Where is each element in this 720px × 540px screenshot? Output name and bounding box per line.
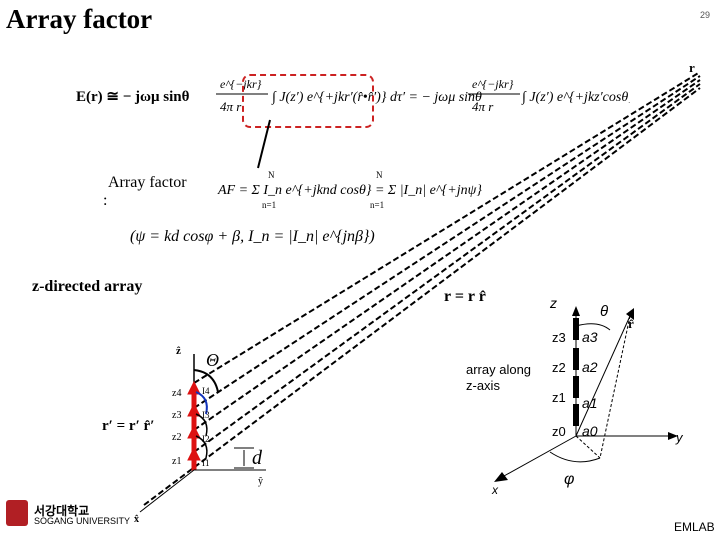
eq-E-lhs: E(r) ≅ − jωμ sinθ: [76, 89, 190, 105]
eq-frac1-num: e^{−jkr}: [220, 77, 262, 91]
eq-integral1: ∫ J(z′) e^{+jkr′(r̂•r̂′)} dτ′ = − jωμ si…: [271, 90, 482, 105]
arc-3: [195, 435, 208, 459]
right-x-arrowhead: [494, 472, 508, 482]
r-prime-label: r′ = r′ r̂′: [102, 418, 155, 434]
logo-korean: 서강대학교: [34, 504, 90, 518]
right-y-arrowhead: [668, 432, 678, 440]
right-z0: z0: [552, 424, 566, 439]
d-label: d: [252, 447, 263, 469]
af-sum2-bottom: n=1: [370, 200, 384, 210]
right-phi: φ: [564, 471, 574, 488]
af-sum1-bottom: n=1: [262, 200, 276, 210]
vertical-drop-line: [599, 315, 631, 459]
element-2-arrow: [187, 424, 201, 439]
a3-element: [573, 318, 579, 340]
psi-definition: (ψ = kd cosφ + β, I_n = |I_n| e^{jnβ}): [130, 228, 375, 245]
left-diagram: ẑ Θ z4 z3 z2 z1 I4 I3 I2 I1 d ŷ x̂: [134, 345, 266, 525]
pointer-line: [257, 119, 271, 169]
I1-label: I1: [202, 458, 210, 468]
r-vector-line: [575, 315, 631, 437]
university-seal-icon: [6, 500, 28, 526]
right-a2: a2: [582, 359, 598, 375]
right-z1: z1: [552, 390, 566, 405]
slide-title: Array factor: [6, 4, 153, 34]
projection-line: [575, 435, 601, 459]
left-x-axis: [139, 469, 195, 513]
left-z-hat: ẑ: [176, 345, 181, 357]
a0-element: [573, 404, 579, 426]
element-1-arrow: [187, 446, 201, 461]
z2-label: z2: [172, 432, 181, 443]
array-factor-colon: :: [103, 192, 108, 209]
a2-element: [573, 348, 579, 370]
r-vector-arrowhead: [626, 308, 634, 320]
right-r-hat: r̂: [628, 316, 634, 331]
ray-4: [193, 83, 701, 453]
r-vec-label: r = r r̂: [444, 288, 486, 305]
z-directed-label: z-directed array: [32, 278, 143, 295]
right-z2: z2: [552, 360, 566, 375]
highlight-box: [242, 74, 374, 128]
psi-text: (ψ = kd cosφ + β, I_n = |I_n| e^{jnβ}): [130, 228, 375, 245]
eq-frac2-num: e^{−jkr}: [472, 77, 514, 91]
af-sum1-top: N: [268, 170, 275, 180]
I4-label: I4: [202, 386, 210, 396]
element-3-arrow: [187, 402, 201, 417]
right-z-label: z: [549, 295, 557, 311]
ray-3: [193, 79, 701, 431]
right-y-label: y: [675, 430, 684, 445]
phi-arc: [549, 451, 601, 463]
z4-label: z4: [172, 388, 181, 399]
af-expression: AF = Σ I_n e^{+jknd cosθ} = Σ |I_n| e^{+…: [217, 183, 482, 198]
r-top-label: r: [689, 60, 695, 75]
right-z-arrowhead: [572, 306, 580, 316]
array-factor-label: Array factor: [108, 174, 187, 191]
right-x-label: x: [491, 483, 499, 497]
right-z3: z3: [552, 330, 566, 345]
eq-frac1-den: 4π r: [220, 99, 242, 114]
af-equation: N n=1 AF = Σ I_n e^{+jknd cosθ} = Σ |I_n…: [217, 170, 482, 210]
logo-english: SOGANG UNIVERSITY: [34, 516, 131, 526]
right-a3: a3: [582, 329, 598, 345]
right-diagram: z z3 z2 z1 z0 a3 a2 a1 a0 array along z-…: [466, 295, 684, 497]
I2-label: I2: [202, 434, 210, 444]
footer-emlab: EMLAB: [674, 520, 715, 534]
af-sum2-top: N: [376, 170, 383, 180]
right-a1: a1: [582, 395, 598, 411]
right-theta: θ: [600, 303, 608, 320]
right-x-axis: [503, 435, 577, 477]
main-equation: E(r) ≅ − jωμ sinθ e^{−jkr} 4π r ∫ J(z′) …: [76, 77, 630, 114]
ray-2: [193, 75, 701, 409]
eq-integral2: ∫ J(z′) e^{+jkz′cosθ} dz′: [521, 90, 630, 105]
theta-arc: [193, 369, 219, 393]
a1-element: [573, 376, 579, 398]
z3-label: z3: [172, 410, 181, 421]
right-a0: a0: [582, 423, 598, 439]
I3-label: I3: [202, 410, 210, 420]
eq-frac2-den: 4π r: [472, 99, 494, 114]
blue-arc: [195, 391, 208, 415]
z-axis-text: z-axis: [466, 378, 500, 393]
left-x-hat: x̂: [134, 514, 139, 525]
arc-2: [195, 413, 208, 437]
left-y-hat: ŷ: [258, 476, 263, 487]
z1-label: z1: [172, 456, 181, 467]
left-theta: Θ: [206, 350, 219, 370]
right-theta-arc: [575, 323, 611, 331]
ray-origin: [143, 87, 701, 506]
page-number: 29: [700, 10, 711, 20]
element-1-stem: [191, 459, 197, 471]
array-along-text: array along: [466, 362, 531, 377]
